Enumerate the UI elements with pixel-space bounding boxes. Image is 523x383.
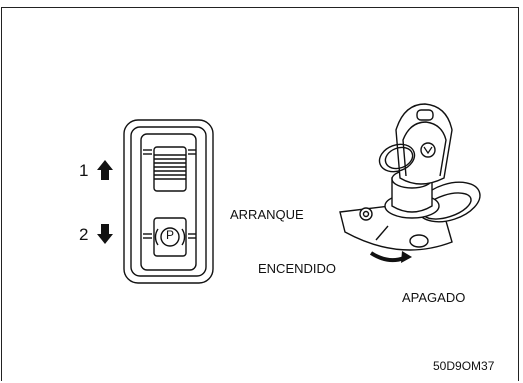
switch-outer-frame: [123, 119, 214, 284]
parking-p-icon-arc-right: [181, 228, 186, 246]
switch-up-number: 1: [79, 161, 89, 180]
arrow-up-icon: [97, 160, 113, 180]
figure-frame: [1, 7, 519, 381]
parking-rocker-switch: [123, 119, 214, 284]
figure-code: 50D9OM37: [433, 359, 495, 373]
parking-p-icon: [160, 227, 180, 247]
key-logo-icon: [420, 142, 436, 158]
switch-inner-frame: [130, 126, 207, 277]
position-tick: [375, 225, 389, 241]
key-ring: [378, 143, 416, 173]
switch-rocker-body: [140, 133, 197, 271]
switch-upper-pad: [153, 146, 187, 192]
on-label: ENCENDIDO: [258, 261, 337, 276]
ignition-key-assembly: [339, 103, 481, 251]
key-slot: [416, 109, 434, 121]
switch-lower-pad: [153, 217, 187, 257]
off-label: APAGADO: [402, 290, 466, 305]
switch-side-ribs: [143, 149, 196, 239]
rotation-arrow-icon: [369, 251, 412, 263]
switch-down-number: 2: [79, 225, 89, 244]
start-label: ARRANQUE: [230, 207, 304, 222]
off-position-icon: [409, 234, 429, 248]
parking-p-icon-arc-left: [154, 228, 159, 246]
parking-p-label: P: [165, 228, 174, 242]
arrow-down-icon: [97, 224, 113, 244]
